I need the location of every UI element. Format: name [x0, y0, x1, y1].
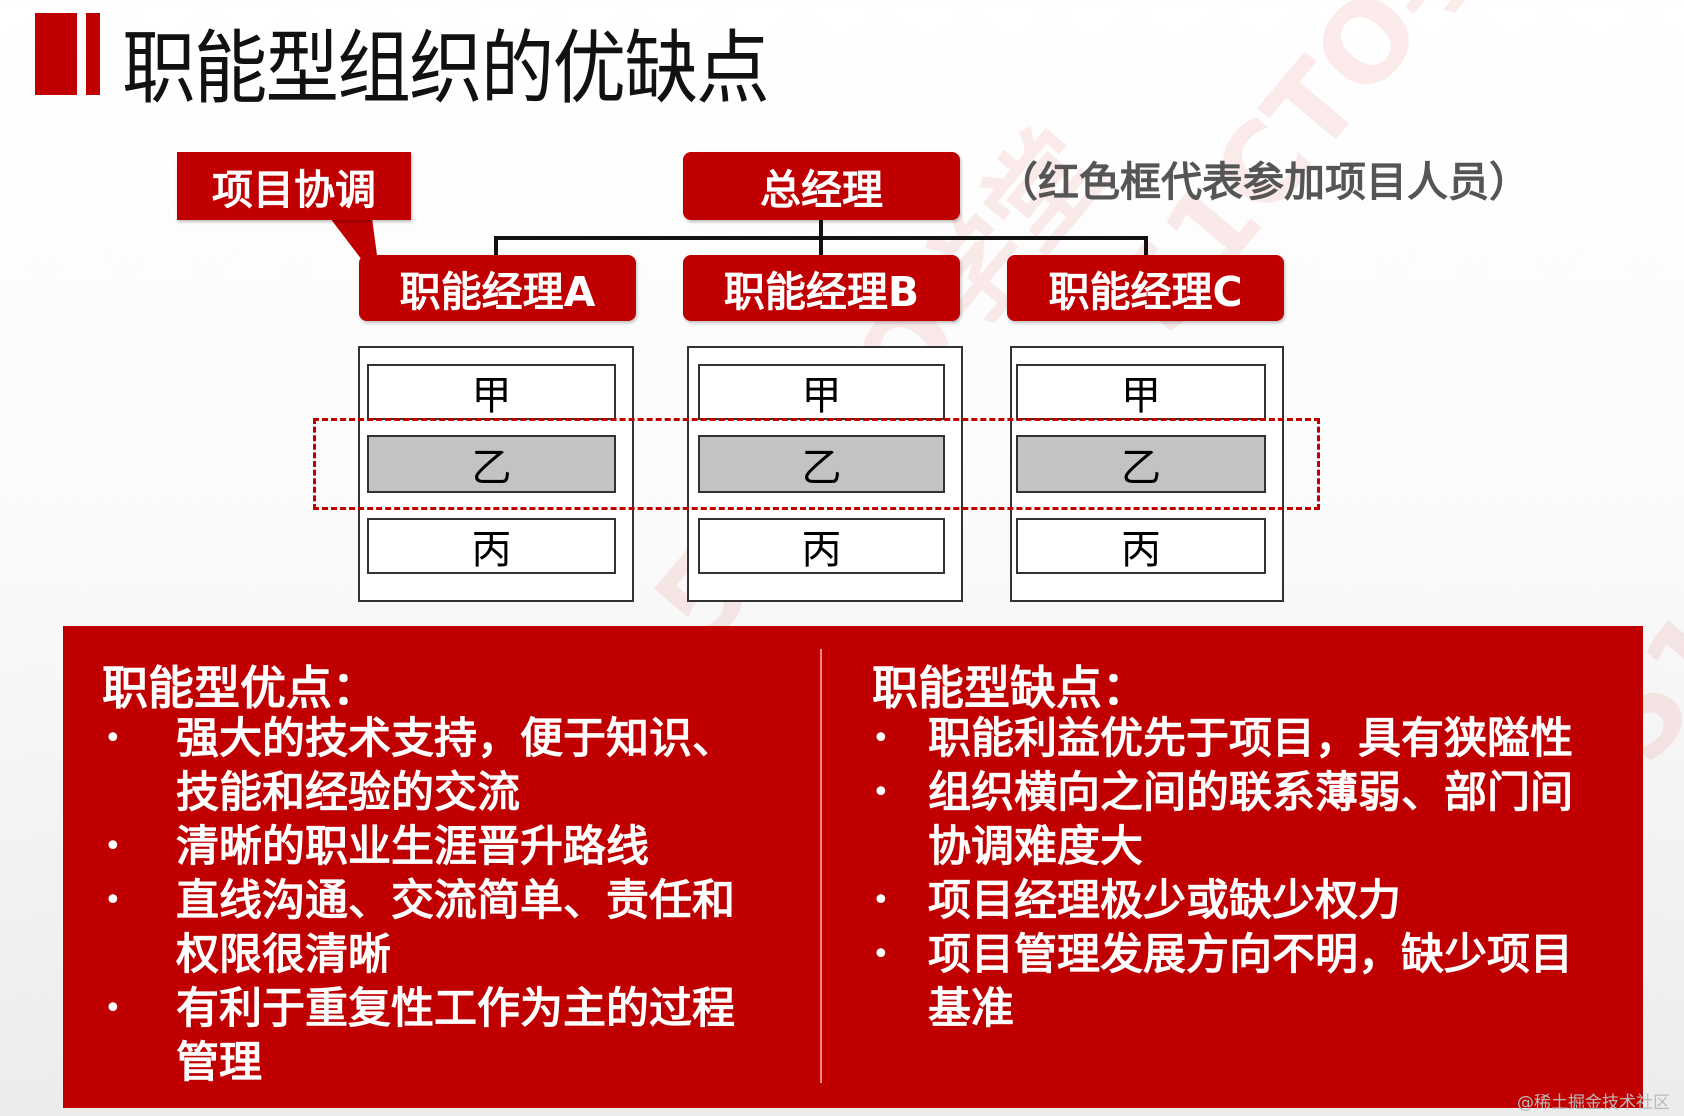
pros-cons-panel — [63, 626, 1643, 1108]
bullet-icon: • — [104, 883, 122, 918]
bullet-icon: • — [104, 991, 122, 1026]
pros-item-line: 强大的技术支持，便于知识、 — [176, 714, 735, 764]
page-title: 职能型组织的优缺点 — [122, 22, 770, 115]
staff-jia-b: 甲 — [698, 364, 945, 420]
staff-bing-b: 丙 — [698, 518, 945, 574]
cons-item-line: 协调难度大 — [928, 822, 1143, 872]
source-credit: @稀土掘金技术社区 — [1517, 1093, 1670, 1113]
cons-item-line: 项目管理发展方向不明，缺少项目 — [928, 930, 1573, 980]
bullet-icon: • — [872, 883, 890, 918]
cons-item-line: 项目经理极少或缺少权力 — [928, 876, 1401, 926]
connector-left — [494, 236, 498, 256]
cons-item-line: 基准 — [928, 984, 1014, 1034]
staff-yi-a: 乙 — [367, 435, 616, 493]
staff-yi-c: 乙 — [1016, 435, 1266, 493]
bullet-icon: • — [872, 721, 890, 756]
bullet-icon: • — [104, 829, 122, 864]
legend-note: （红色框代表参加项目人员） — [997, 158, 1530, 206]
connector-horizontal — [494, 236, 1148, 240]
staff-bing-a: 丙 — [367, 518, 616, 574]
manager-c-box: 职能经理C — [1007, 255, 1284, 321]
connector-right — [1144, 236, 1148, 256]
pros-item-line: 有利于重复性工作为主的过程 — [176, 984, 735, 1034]
panel-divider — [820, 649, 822, 1083]
staff-bing-c: 丙 — [1016, 518, 1266, 574]
bullet-icon: • — [872, 937, 890, 972]
cons-heading: 职能型缺点： — [872, 661, 1148, 715]
general-manager-box: 总经理 — [683, 152, 960, 220]
project-team-highlight — [313, 418, 1320, 510]
pros-item-line: 清晰的职业生涯晋升路线 — [176, 822, 649, 872]
cons-item-line: 组织横向之间的联系薄弱、部门间 — [928, 768, 1573, 818]
staff-yi-b: 乙 — [698, 435, 945, 493]
title-accent-bar-thin — [86, 13, 100, 95]
cons-item-line: 职能利益优先于项目，具有狭隘性 — [928, 714, 1573, 764]
pros-item-line: 权限很清晰 — [176, 930, 391, 980]
staff-jia-a: 甲 — [367, 364, 616, 420]
manager-a-box: 职能经理A — [359, 255, 636, 321]
pros-item-line: 技能和经验的交流 — [176, 768, 520, 818]
title-accent-bar — [35, 13, 77, 95]
pros-item-line: 直线沟通、交流简单、责任和 — [176, 876, 735, 926]
project-coordination-callout: 项目协调 — [177, 152, 411, 220]
manager-b-box: 职能经理B — [683, 255, 960, 321]
pros-item-line: 管理 — [176, 1038, 262, 1088]
staff-jia-c: 甲 — [1016, 364, 1266, 420]
bullet-icon: • — [104, 721, 122, 756]
pros-heading: 职能型优点： — [102, 661, 378, 715]
bullet-icon: • — [872, 775, 890, 810]
